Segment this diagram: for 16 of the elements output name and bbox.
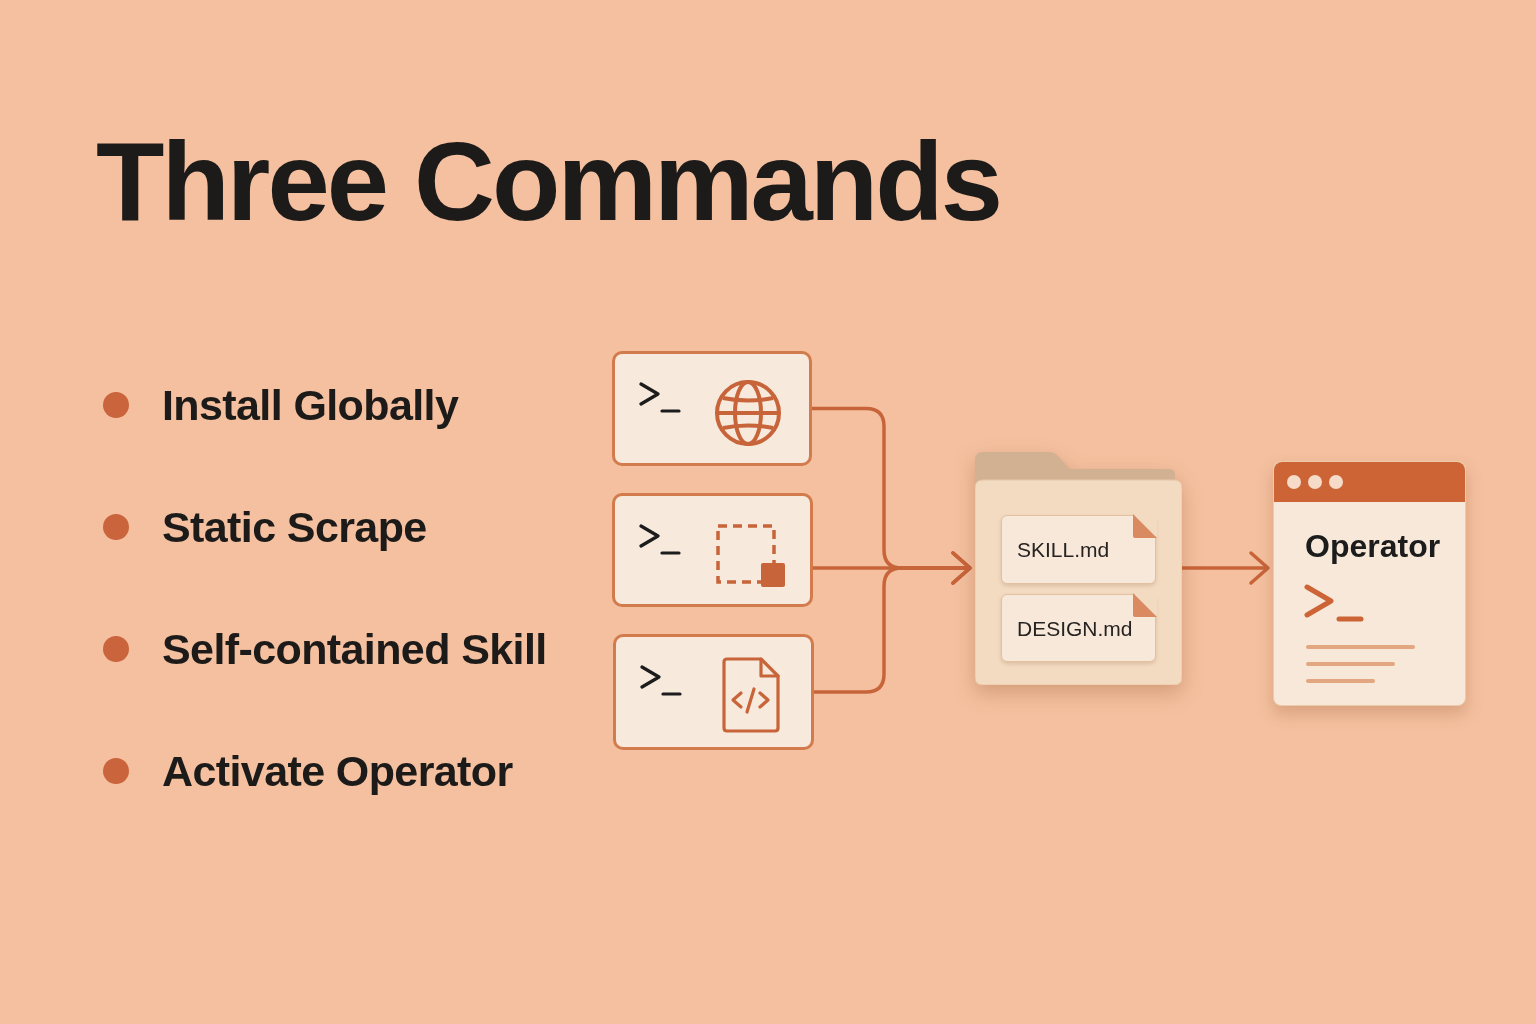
list-item-text: Self-contained Skill (162, 627, 547, 671)
command-box (612, 493, 813, 607)
file-card (1001, 515, 1156, 584)
list-item-text: Static Scrape (162, 505, 427, 549)
file-name: DESIGN.md (1017, 617, 1134, 639)
file-name: SKILL.md (1017, 539, 1111, 560)
command-box (612, 351, 812, 466)
list-item-text: Install Globally (162, 383, 459, 427)
page-title: Three Commands (96, 126, 1000, 238)
connector-arrow (1182, 551, 1270, 585)
command-box (613, 634, 814, 750)
connector-arrow (814, 551, 972, 694)
list-item-text: Activate Operator (162, 749, 513, 793)
app-window (1273, 461, 1466, 706)
file-card (1001, 594, 1156, 662)
window-heading: Operator (1305, 530, 1441, 562)
